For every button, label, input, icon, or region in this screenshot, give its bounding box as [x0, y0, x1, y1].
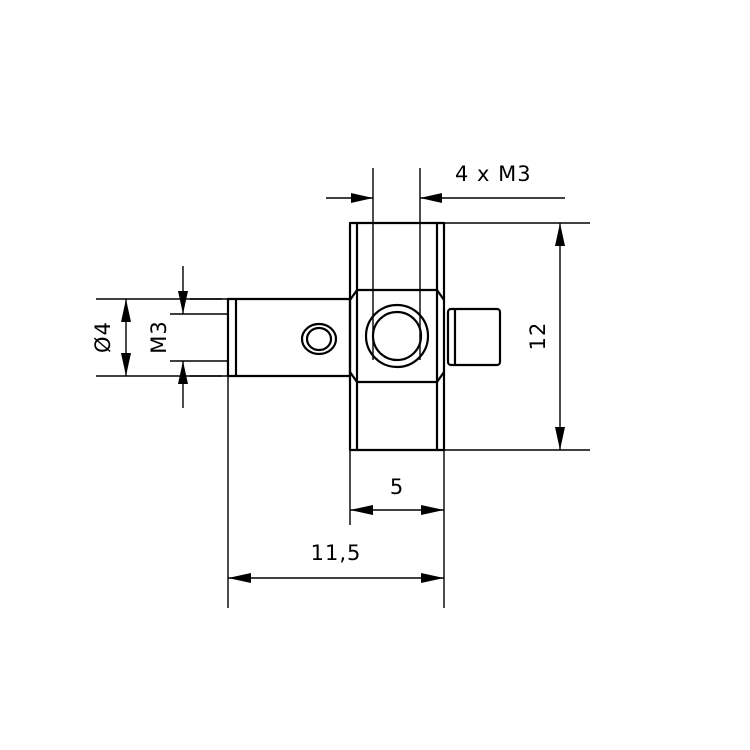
stylus-cross-hole — [300, 322, 338, 356]
cube-chamfer-bottom-right — [435, 370, 446, 384]
cube-chamfer-top-left — [348, 288, 359, 302]
center-thread-hole-outer — [364, 303, 430, 369]
m3-arrow-top — [178, 291, 188, 314]
height-label: 12 — [526, 322, 550, 351]
cube-body — [348, 221, 446, 452]
width-label: 5 — [390, 475, 404, 499]
length-arrow-right — [421, 573, 444, 583]
width-arrow-left — [350, 505, 373, 515]
cube-chamfer-bottom-left — [348, 370, 359, 384]
stylus-cross-hole-inner — [305, 326, 333, 352]
cube-chamfer-top-right — [435, 288, 446, 302]
stylus-shaft — [226, 297, 352, 378]
stylus-diameter-label: Ø4 — [91, 321, 115, 353]
thread-callout-label: 4 x M3 — [455, 162, 532, 186]
dia-arrow-bottom — [121, 353, 131, 376]
stylus-thread-label: M3 — [147, 320, 171, 353]
thread-arrow-left — [351, 193, 373, 203]
height-arrow-bottom — [555, 427, 565, 450]
overall-length-label: 11,5 — [311, 541, 362, 565]
width-arrow-right — [421, 505, 444, 515]
length-arrow-left — [228, 573, 251, 583]
center-thread-hole-inner — [371, 310, 423, 362]
thread-arrow-right — [420, 193, 442, 203]
dia-arrow-top — [121, 299, 131, 322]
right-stub — [446, 307, 502, 367]
m3-arrow-bottom — [178, 361, 188, 384]
height-arrow-top — [555, 223, 565, 246]
